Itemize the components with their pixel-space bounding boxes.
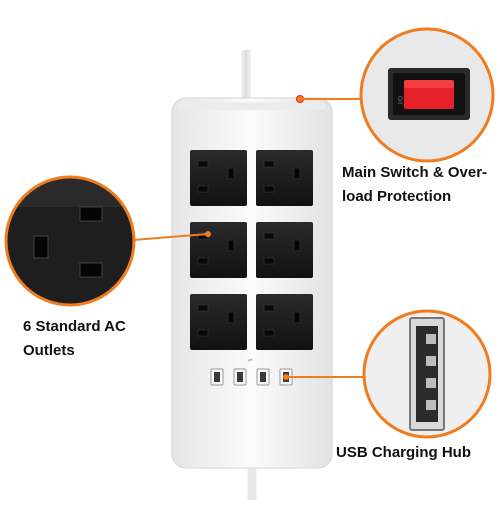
usb-zoom-circle <box>362 309 492 439</box>
socket-3 <box>190 222 247 278</box>
socket-6 <box>256 294 313 350</box>
svg-text:⇌: ⇌ <box>247 357 252 364</box>
svg-text:O/I: O/I <box>396 96 402 104</box>
ac-outlets-label-line2: Outlets <box>23 342 75 359</box>
socket-zoom-circle <box>4 175 136 307</box>
usb-hub-label: USB Charging Hub <box>336 444 471 461</box>
callout-dots <box>205 96 303 380</box>
ac-sockets <box>190 150 313 350</box>
switch-zoom-circle: O/I <box>359 27 495 163</box>
socket-4 <box>256 222 313 278</box>
callout-lines <box>132 98 365 378</box>
usb-port-2 <box>233 368 247 386</box>
socket-1 <box>190 150 247 206</box>
usb-port-3 <box>256 368 270 386</box>
ac-outlets-label-line1: 6 Standard AC <box>23 318 126 335</box>
socket-5 <box>190 294 247 350</box>
main-switch-label-line1: Main Switch & Over- <box>342 164 488 181</box>
socket-2 <box>256 150 313 206</box>
main-switch-label-line2: load Protection <box>342 188 452 205</box>
socket-callout-line <box>132 233 209 241</box>
usb-port-1 <box>210 368 224 386</box>
